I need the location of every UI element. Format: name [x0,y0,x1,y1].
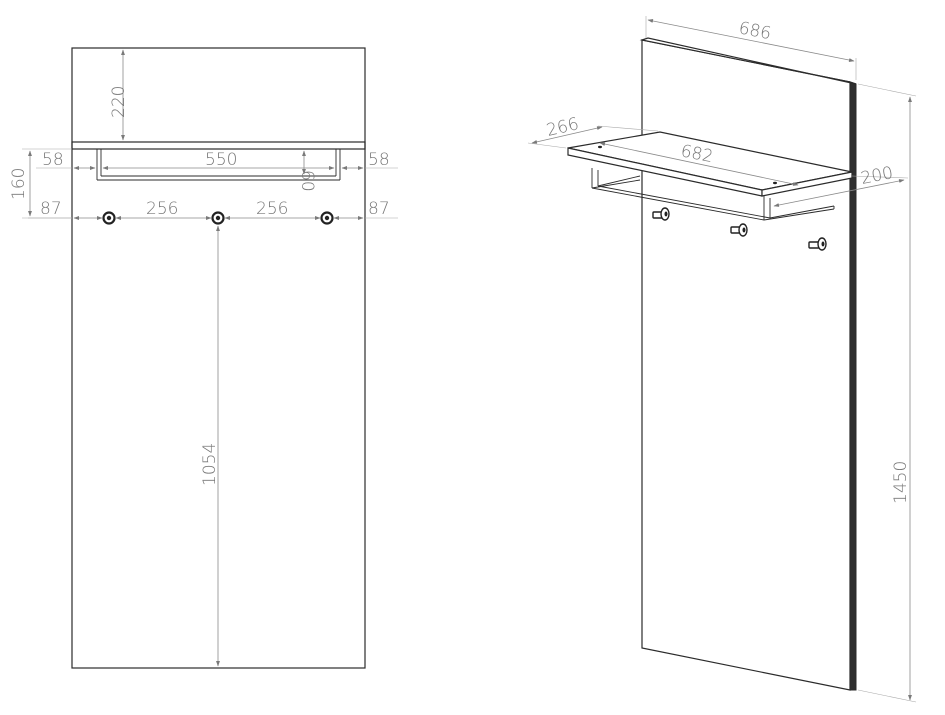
dim-text-220: 220 [109,86,129,118]
front-rail [96,149,341,181]
iso-hook-center [730,223,748,237]
dim-text-1450: 1450 [891,461,911,504]
dim-panel-height: 1450 [857,83,917,703]
front-shelf [71,141,366,150]
front-hook-center [211,211,225,225]
iso-hook-left [652,207,670,221]
front-view: 220 160 58 550 58 60 [9,47,398,669]
dim-text-87-left: 87 [40,199,62,219]
front-panel [71,47,366,669]
dim-text-1054: 1054 [200,443,220,486]
dim-text-58-left: 58 [42,150,64,170]
dim-text-550: 550 [205,150,237,170]
dim-hook-height: 1054 [200,225,220,667]
dim-text-256-second: 256 [256,199,288,219]
front-hook-right [320,211,334,225]
dim-hook-row: 87 256 256 87 [28,199,398,220]
dim-text-160: 160 [9,168,29,200]
dim-rail-row: 58 550 58 [36,150,398,170]
dim-text-686: 686 [737,18,773,44]
dim-rail-height: 60 [297,150,317,192]
front-hook-left [102,211,116,225]
iso-view: 686 266 682 200 1450 [527,16,917,703]
dim-text-58-right: 58 [368,150,390,170]
dim-text-200: 200 [859,163,895,189]
dim-text-256-first: 256 [146,199,178,219]
dim-text-87-right: 87 [368,199,390,219]
dim-text-266: 266 [545,114,581,141]
dim-shelf-top-offset: 220 [109,49,129,141]
dim-text-60: 60 [297,170,317,192]
iso-hook-right [808,237,827,251]
